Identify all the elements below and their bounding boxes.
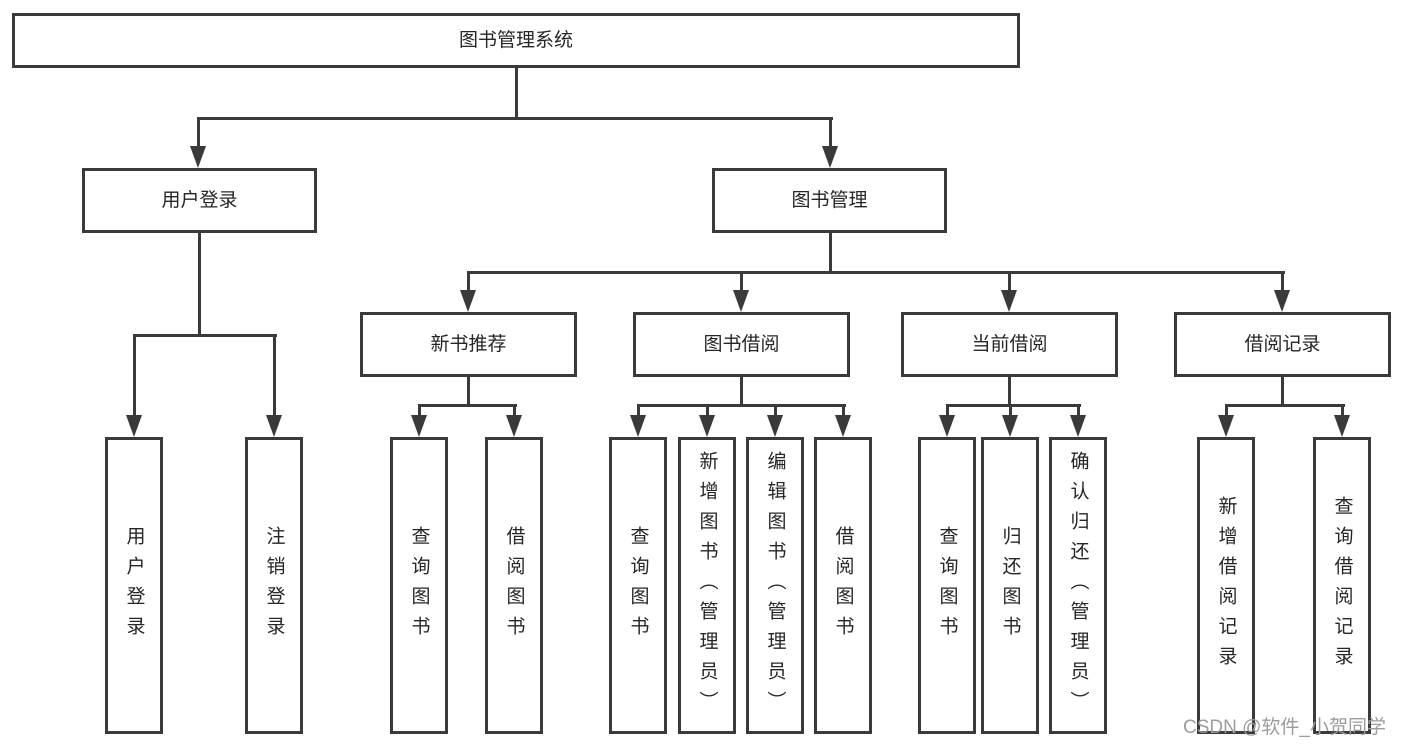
leaf-query-books-borrow: 查询图书 — [609, 437, 667, 734]
node-root-library-system: 图书管理系统 — [12, 13, 1020, 68]
arrowhead — [767, 415, 783, 437]
connector-line — [1008, 377, 1011, 406]
connector-line — [467, 377, 470, 406]
leaf-add-books-admin: 新增图书（管理员） — [678, 437, 736, 734]
connector-line — [829, 117, 832, 148]
node-label: 编辑图书（管理员） — [764, 450, 786, 721]
leaf-confirm-return-admin: 确认归还（管理员） — [1049, 437, 1107, 734]
leaf-borrow-books: 借阅图书 — [814, 437, 872, 734]
node-label: 图书管理系统 — [458, 30, 573, 51]
node-label: 查询图书 — [936, 525, 958, 646]
node-label: 新书推荐 — [430, 334, 507, 355]
node-label: 新增借阅记录 — [1215, 495, 1237, 676]
connector-line — [1077, 404, 1080, 417]
connector-line — [946, 404, 1081, 407]
connector-line — [197, 117, 200, 148]
node-label: 注销登录 — [263, 525, 285, 646]
connector-line — [1225, 404, 1228, 417]
connector-line — [946, 404, 949, 417]
connector-line — [197, 117, 833, 120]
arrowhead — [190, 146, 206, 168]
connector-line — [637, 404, 640, 417]
connector-line — [1281, 377, 1284, 406]
node-label: 确认归还（管理员） — [1067, 450, 1089, 721]
arrowhead — [1334, 415, 1350, 437]
node-label: 当前借阅 — [971, 334, 1048, 355]
node-label: 新增图书（管理员） — [696, 450, 718, 721]
connector-line — [1008, 271, 1011, 292]
arrowhead — [411, 415, 427, 437]
connector-line — [467, 271, 470, 292]
node-user-login: 用户登录 — [82, 168, 317, 233]
connector-line — [774, 404, 777, 417]
leaf-return-books: 归还图书 — [981, 437, 1039, 734]
node-label: 查询图书 — [627, 525, 649, 646]
node-label: 用户登录 — [161, 190, 238, 211]
arrowhead — [630, 415, 646, 437]
arrowhead — [1002, 415, 1018, 437]
connector-line — [133, 334, 277, 337]
node-book-management: 图书管理 — [712, 168, 947, 233]
arrowhead — [1218, 415, 1234, 437]
connector-line — [515, 68, 518, 118]
connector-line — [842, 404, 845, 417]
leaf-logout: 注销登录 — [245, 437, 303, 734]
arrowhead — [460, 290, 476, 312]
arrowhead — [699, 415, 715, 437]
connector-line — [829, 233, 832, 274]
connector-line — [418, 404, 421, 417]
node-label: 图书管理 — [791, 190, 868, 211]
leaf-user-login: 用户登录 — [105, 437, 163, 734]
connector-line — [1009, 404, 1012, 417]
node-label: 查询借阅记录 — [1331, 495, 1353, 676]
connector-line — [1225, 404, 1345, 407]
connector-line — [418, 404, 517, 407]
leaf-query-books-recommend: 查询图书 — [390, 437, 448, 734]
connector-line — [637, 404, 846, 407]
node-label: 借阅记录 — [1244, 334, 1321, 355]
connector-line — [706, 404, 709, 417]
node-book-borrowing: 图书借阅 — [633, 312, 850, 377]
connector-line — [1281, 271, 1284, 292]
connector-line — [198, 233, 201, 336]
node-current-borrowing: 当前借阅 — [901, 312, 1118, 377]
connector-line — [133, 334, 136, 417]
node-label: 用户登录 — [123, 525, 145, 646]
leaf-query-borrow-record: 查询借阅记录 — [1313, 437, 1371, 734]
node-label: 图书借阅 — [703, 334, 780, 355]
node-label: 借阅图书 — [503, 525, 525, 646]
leaf-query-books-current: 查询图书 — [918, 437, 976, 734]
leaf-edit-books-admin: 编辑图书（管理员） — [746, 437, 804, 734]
arrowhead — [733, 290, 749, 312]
connector-line — [740, 377, 743, 406]
connector-line — [273, 334, 276, 417]
connector-line — [740, 271, 743, 292]
arrowhead — [1070, 415, 1086, 437]
leaf-add-borrow-record: 新增借阅记录 — [1197, 437, 1255, 734]
node-label: 借阅图书 — [832, 525, 854, 646]
connector-line — [467, 271, 1285, 274]
node-new-book-recommend: 新书推荐 — [360, 312, 577, 377]
arrowhead — [126, 415, 142, 437]
arrowhead — [822, 146, 838, 168]
arrowhead — [835, 415, 851, 437]
arrowhead — [1001, 290, 1017, 312]
node-borrowing-records: 借阅记录 — [1174, 312, 1391, 377]
connector-line — [513, 404, 516, 417]
arrowhead — [939, 415, 955, 437]
connector-line — [1341, 404, 1344, 417]
arrowhead — [1274, 290, 1290, 312]
arrowhead — [506, 415, 522, 437]
csdn-watermark: CSDN @软件_小贺同学 — [1183, 717, 1386, 738]
node-label: 查询图书 — [408, 525, 430, 646]
node-label: 归还图书 — [999, 525, 1021, 646]
arrowhead — [266, 415, 282, 437]
leaf-borrow-books-recommend: 借阅图书 — [485, 437, 543, 734]
